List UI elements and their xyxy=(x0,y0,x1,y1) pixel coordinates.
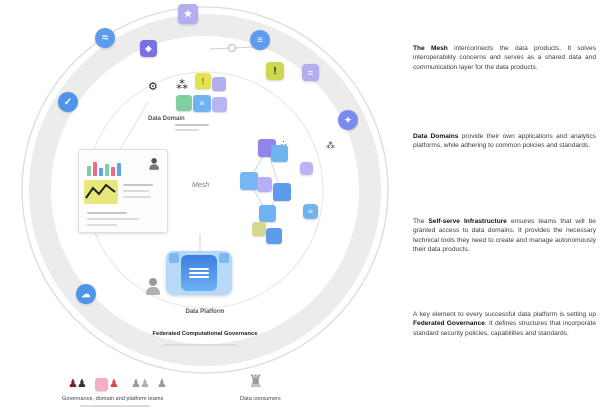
platform-skeleton xyxy=(162,344,238,346)
legend-skeleton xyxy=(80,405,150,407)
mesh-center-label: Mesh xyxy=(192,182,210,189)
platform-user-icon xyxy=(146,278,160,295)
molecule-icon: ⁂ xyxy=(326,140,335,150)
consumers-legend-caption: Data consumers xyxy=(240,396,281,402)
bar-chart-bar xyxy=(99,168,103,176)
domain-tile-green xyxy=(176,95,192,111)
check-icon: ✓ xyxy=(58,92,78,112)
platform-team-icon: ♟ xyxy=(157,378,167,390)
mesh-rings-svg xyxy=(21,6,389,374)
mesh-paragraph: The Mesh interconnects the data products… xyxy=(413,45,596,71)
grid-icon: ≡ xyxy=(303,204,318,219)
platform-tab xyxy=(169,253,179,263)
data-product-node xyxy=(240,172,258,190)
domain-cluster-caption: Data Domain xyxy=(148,116,185,122)
user-icon xyxy=(149,158,159,170)
scatter-dots-icon: ∴ xyxy=(281,139,287,148)
data-domains-paragraph: Data Domains provide their own applicati… xyxy=(413,133,596,150)
self-serve-paragraph: The Self-serve Infrastructure ensures te… xyxy=(413,218,596,254)
dashboard-text-skeleton xyxy=(87,212,127,214)
domain-tile-blue: ≡ xyxy=(193,95,211,112)
spark-icon: ✦ xyxy=(338,110,358,130)
cube-icon: ◆ xyxy=(140,40,157,57)
dashboard-text-skeleton xyxy=(87,218,139,220)
platform-team-icon: ♟ xyxy=(131,378,141,390)
domain-tile-lavender2 xyxy=(212,97,227,112)
governance-team-icon: ♟ xyxy=(68,378,78,390)
bar-chart-bar xyxy=(111,167,115,176)
domain-molecule-icon: ⁂ xyxy=(176,78,188,92)
platform-label-top: Data Platform xyxy=(185,309,225,315)
alert-icon: ! xyxy=(266,62,284,80)
platform-team-icon: ♟ xyxy=(140,378,150,390)
data-product-node xyxy=(257,177,272,192)
dashboard-text-skeleton xyxy=(87,224,117,226)
wave-icon: ≈ xyxy=(95,28,115,48)
platform-tab xyxy=(219,253,229,263)
self-serve-paragraph-lead: Self-serve Infrastructure xyxy=(428,218,507,225)
data-product-node xyxy=(266,228,282,244)
teams-legend-caption: Governance, domain and platform teams xyxy=(62,396,164,402)
domain-tile-lavender xyxy=(212,77,226,91)
domain-team-icon: ♟ xyxy=(109,378,119,390)
platform-label-bottom: Federated Computational Governance xyxy=(152,331,258,337)
mesh-paragraph-lead: The Mesh xyxy=(413,45,448,52)
database-stack-icon xyxy=(181,255,217,291)
consumers-building-icon: ♜ xyxy=(248,372,264,391)
federated-governance-paragraph: A key element to every successful data p… xyxy=(413,311,596,337)
federated-governance-paragraph-lead: Federated Governance xyxy=(413,320,485,328)
data-product-node xyxy=(273,183,291,201)
self-serve-platform-icon xyxy=(166,251,232,295)
domain-caption-skeleton xyxy=(175,124,209,126)
domain-tile-yellow: ! xyxy=(195,73,211,89)
governance-team-icon: ♟ xyxy=(77,378,87,390)
star-icon: ★ xyxy=(178,4,198,24)
data-domains-paragraph-lead: Data Domains xyxy=(413,133,459,140)
analytics-dashboard-panel xyxy=(78,149,168,233)
document-icon: ≡ xyxy=(302,64,319,81)
dashboard-text-skeleton xyxy=(123,190,149,192)
cloud-icon: ☁ xyxy=(76,284,96,304)
bars-icon: ≡ xyxy=(250,30,270,50)
domain-caption-skeleton2 xyxy=(175,129,199,131)
bar-chart-bar xyxy=(117,163,121,176)
data-product-node xyxy=(259,205,276,222)
data-mesh-diagram: ★ ≈ ◆ ≡ ! ✓ ≡ ✦ ⁂ ≡ ☁ ⚙ ⁂ ! ≡ Data Domai… xyxy=(21,4,389,407)
bar-chart-bar xyxy=(87,166,91,176)
line-chart-icon xyxy=(84,180,118,204)
dashboard-text-skeleton xyxy=(123,184,153,186)
data-product-node xyxy=(271,145,288,162)
node-icon xyxy=(300,162,313,175)
dashboard-text-skeleton xyxy=(123,196,151,198)
bar-chart-bar xyxy=(93,162,97,176)
bar-chart-bar xyxy=(105,164,109,176)
domain-people-icon: ⚙ xyxy=(148,81,158,93)
domain-team-icon xyxy=(95,378,108,391)
description-column: The Mesh interconnects the data products… xyxy=(413,0,596,419)
data-product-node xyxy=(252,222,266,236)
